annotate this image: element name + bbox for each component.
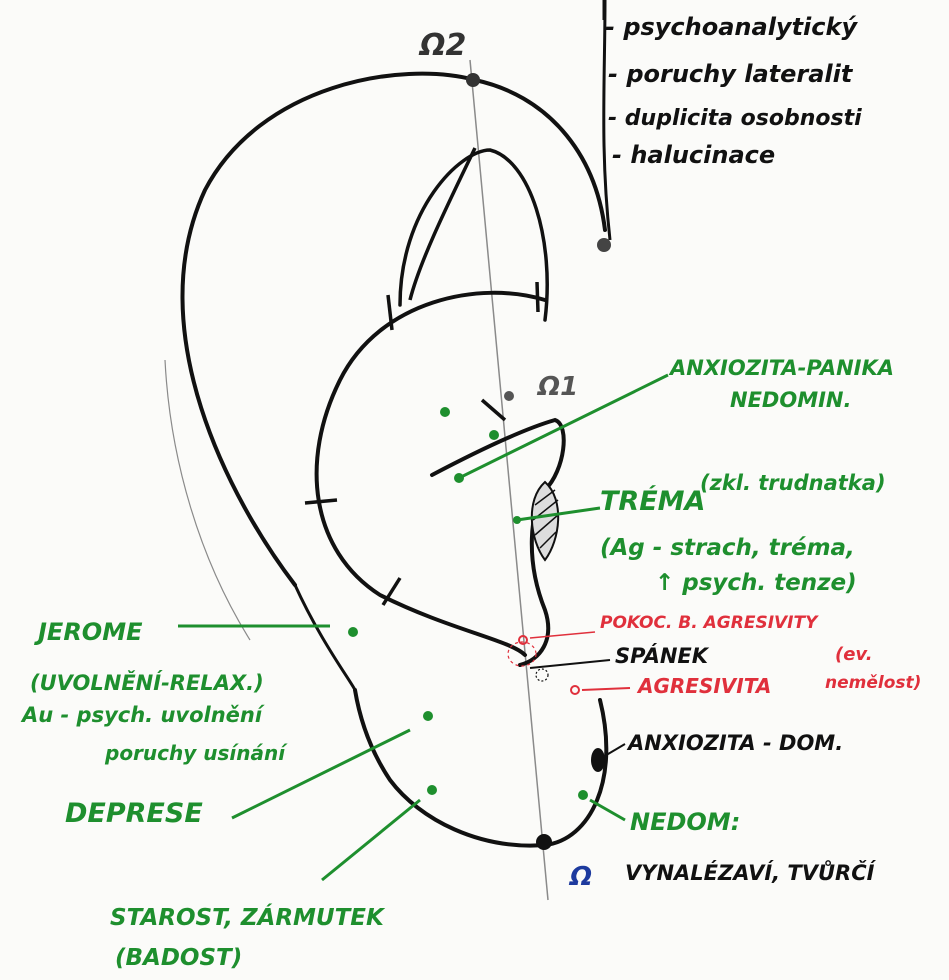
- point-starost: [427, 785, 437, 795]
- connector-starost: [322, 800, 420, 880]
- tick-3: [305, 500, 337, 503]
- point-jerome: [348, 627, 358, 637]
- label-pokoc: POKOC. B. AGRESIVITY: [600, 613, 819, 633]
- label-jerome: JEROME: [34, 618, 143, 646]
- top-list-item-1: - psychoanalytický: [605, 13, 858, 41]
- top-list-item-4: - halucinace: [612, 141, 775, 169]
- top-list-item-2: - poruchy lateralit: [608, 60, 854, 88]
- point-nedom: [578, 790, 588, 800]
- ear-crus-line: [410, 148, 475, 300]
- label-trema: TRÉMA: [600, 485, 705, 517]
- connector-agresivita: [582, 688, 630, 690]
- omega-bottom-marker: Ω: [568, 862, 592, 892]
- label-nedom: NEDOM:: [630, 808, 740, 836]
- label-badost: (BADOST): [115, 945, 242, 971]
- point-anxiozita-dom: [591, 748, 605, 772]
- point-omega-bottom: [536, 834, 552, 850]
- label-deprese: DEPRESE: [65, 798, 203, 829]
- helix-end-point: [597, 238, 611, 252]
- omega2-marker: Ω2: [418, 28, 466, 63]
- connector-pokoc: [530, 632, 595, 638]
- label-spanek-note-2: nemělost): [825, 673, 921, 693]
- ear-back-line: [295, 585, 355, 690]
- top-list-item-3: - duplicita osobnosti: [608, 106, 862, 131]
- label-trema-note: (zkl. trudnatka): [700, 471, 886, 495]
- point-agresivita: [571, 686, 579, 694]
- point-spanek: [536, 669, 548, 681]
- point-au: [423, 711, 433, 721]
- label-anxiozita-dom: ANXIOZITA - DOM.: [626, 731, 843, 755]
- pencil-outer-line: [165, 360, 250, 640]
- label-spanek: SPÁNEK: [615, 643, 710, 668]
- point-green-1: [440, 407, 450, 417]
- connector-spanek: [530, 660, 610, 668]
- label-au-1: Au - psych. uvolnění: [20, 703, 265, 727]
- label-uvolneni: (UVOLNĚNÍ-RELAX.): [30, 670, 264, 695]
- label-spanek-note-1: (ev.: [835, 644, 873, 665]
- label-starost: STAROST, ZÁRMUTEK: [110, 903, 386, 931]
- label-vynalezavi: VYNALÉZAVÍ, TVŮRČÍ: [625, 859, 877, 885]
- connector-nedom: [590, 800, 625, 820]
- point-omega1: [504, 391, 514, 401]
- label-agresivita: AGRESIVITA: [636, 674, 771, 698]
- tick-2: [537, 282, 538, 312]
- label-trema-desc-2: ↑ psych. tenze): [655, 570, 857, 596]
- point-omega2: [466, 73, 480, 87]
- omega1-marker: Ω1: [536, 372, 578, 402]
- pencil-axis-line: [470, 60, 548, 900]
- label-anxiozita-panika: ANXIOZITA-PANIKA: [668, 356, 894, 380]
- label-nedomin: NEDOMIN.: [730, 388, 851, 412]
- label-trema-desc-1: (Ag - strach, tréma,: [600, 535, 855, 561]
- label-au-2: poruchy usínání: [104, 741, 288, 765]
- tragus-shading: [532, 482, 558, 560]
- point-green-2: [489, 430, 499, 440]
